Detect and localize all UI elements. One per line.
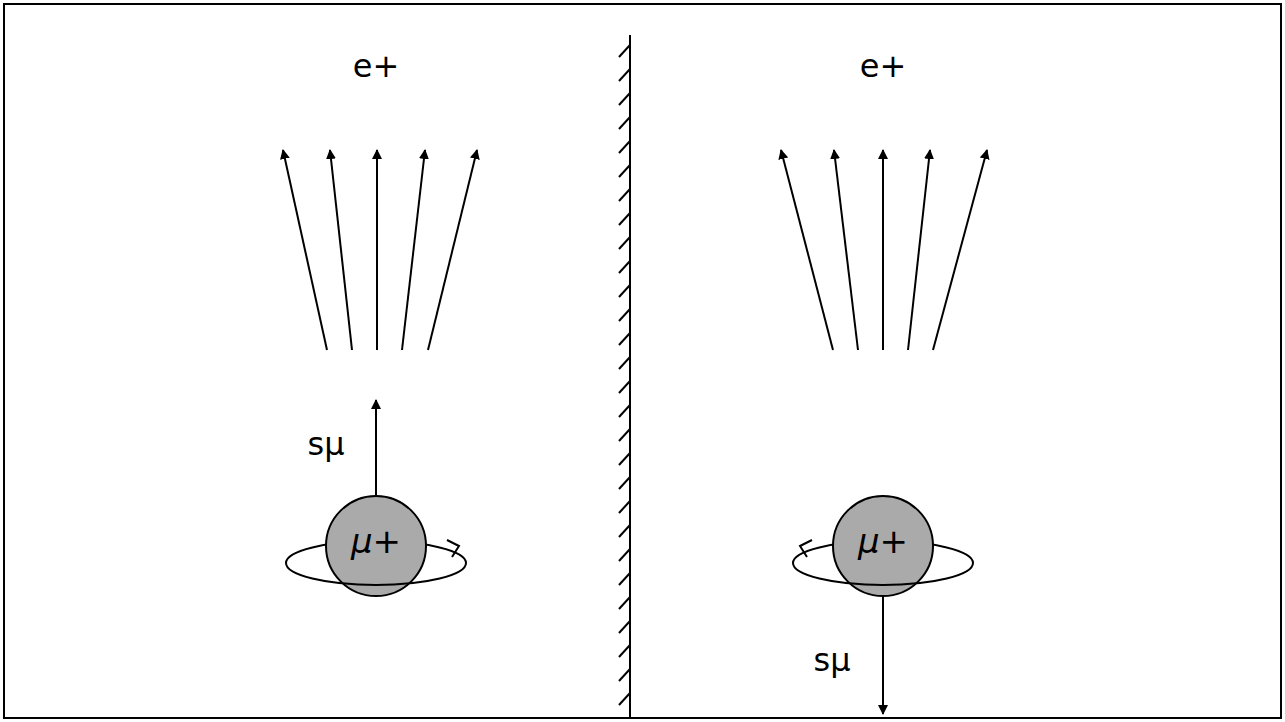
hatch-mark bbox=[619, 213, 630, 225]
rotation-arrowhead bbox=[800, 540, 812, 557]
hatch-mark bbox=[619, 381, 630, 393]
hatch-mark bbox=[619, 597, 630, 609]
hatch-mark bbox=[619, 549, 630, 561]
hatch-mark bbox=[619, 453, 630, 465]
hatch-mark bbox=[619, 669, 630, 681]
rotation-front-arc bbox=[793, 563, 973, 585]
hatch-mark bbox=[619, 645, 630, 657]
particle-name: μ+ bbox=[858, 524, 908, 558]
hatch-mark bbox=[619, 117, 630, 129]
hatch-mark bbox=[619, 477, 630, 489]
hatch-mark bbox=[619, 237, 630, 249]
muon-node: μ+ bbox=[833, 511, 933, 571]
hatch-mark bbox=[619, 429, 630, 441]
particle-name: μ+ bbox=[351, 524, 401, 558]
hatch-mark bbox=[619, 357, 630, 369]
hatch-mark bbox=[619, 333, 630, 345]
hatch-mark bbox=[619, 573, 630, 585]
positron-fan bbox=[781, 150, 987, 350]
hatch-mark bbox=[619, 165, 630, 177]
hatch-mark bbox=[619, 621, 630, 633]
particle-label: e+ bbox=[860, 50, 907, 82]
rotation-front-arc bbox=[286, 563, 466, 585]
hatch-mark bbox=[619, 69, 630, 81]
spin-arrow bbox=[375, 400, 377, 496]
frame bbox=[4, 4, 1281, 718]
hatch-mark bbox=[619, 693, 630, 705]
hatch-mark bbox=[619, 93, 630, 105]
hatch-mark bbox=[619, 525, 630, 537]
positron-fan bbox=[283, 150, 477, 350]
particle-label: e+ bbox=[353, 50, 400, 82]
spin-label: sμ bbox=[307, 428, 344, 460]
hatch-mark bbox=[619, 309, 630, 321]
hatch-mark bbox=[619, 189, 630, 201]
rotation-arrowhead bbox=[447, 540, 459, 557]
muon-node: μ+ bbox=[326, 511, 426, 571]
spin-label: sμ bbox=[813, 644, 850, 676]
hatch-mark bbox=[619, 501, 630, 513]
hatch-mark bbox=[619, 405, 630, 417]
spin-arrow bbox=[882, 597, 884, 714]
hatch-mark bbox=[619, 141, 630, 153]
hatch-mark bbox=[619, 285, 630, 297]
hatch-mark bbox=[619, 261, 630, 273]
muon-ball bbox=[833, 496, 933, 596]
muon-ball bbox=[326, 496, 426, 596]
mirror bbox=[619, 35, 630, 718]
hatch-mark bbox=[619, 45, 630, 57]
